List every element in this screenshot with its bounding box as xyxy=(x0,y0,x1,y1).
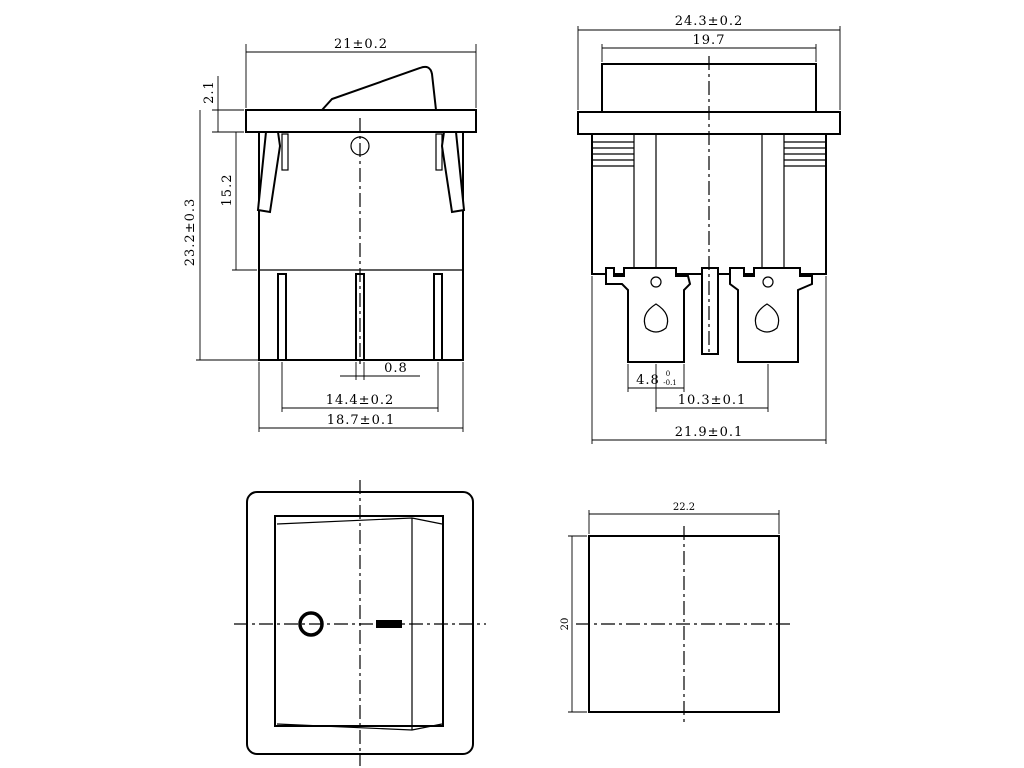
dim-front-width-rocker: 19.7 xyxy=(693,33,726,48)
dim-cutout-width: 22.2 xyxy=(673,502,695,513)
front-hole-left xyxy=(643,303,669,333)
side-pin-left xyxy=(277,273,287,361)
dim-side-width-top: 21±0.2 xyxy=(334,37,388,52)
dim-side-rocker: 2.1 xyxy=(202,80,217,104)
front-view: 24.3±0.2 19.7 4.8 0 -0.1 10.3±0.1 21.9±0… xyxy=(577,14,841,444)
dim-front-terminal-tol-lower: -0.1 xyxy=(663,379,677,387)
side-rocker xyxy=(319,65,438,111)
front-ribs-right xyxy=(784,141,826,167)
side-latch-right xyxy=(440,131,466,214)
dim-side-body: 15.2 xyxy=(220,174,235,207)
front-terminal-middle xyxy=(701,267,719,355)
dim-side-pin: 0.8 xyxy=(384,361,408,376)
front-small-hole-right xyxy=(762,276,774,288)
front-terminal-right xyxy=(729,267,813,363)
front-hole-right xyxy=(754,303,780,333)
dim-front-body-width: 21.9±0.1 xyxy=(675,425,744,440)
dim-front-terminal-tol-upper: 0 xyxy=(666,370,670,378)
side-flange xyxy=(245,109,477,133)
dim-front-terminal-pitch: 10.3±0.1 xyxy=(678,393,747,408)
side-inner-post-left xyxy=(281,133,289,171)
front-body xyxy=(591,133,827,275)
dim-front-width-top: 24.3±0.2 xyxy=(675,14,744,29)
side-inner-post-right xyxy=(435,133,443,171)
front-small-hole-left xyxy=(650,276,662,288)
dim-front-terminal: 4.8 xyxy=(636,373,660,388)
side-view: 21±0.2 2.1 23.2±0.3 15.2 0.8 14.4±0.2 18… xyxy=(183,37,477,432)
front-ribs-left xyxy=(592,141,634,167)
side-pin-right xyxy=(433,273,443,361)
top-view xyxy=(234,480,486,766)
side-latch-left xyxy=(256,131,282,214)
dim-side-total: 23.2±0.3 xyxy=(183,198,198,267)
cutout-view: 22.2 20 xyxy=(560,502,792,724)
dim-cutout-height: 20 xyxy=(560,618,571,631)
dim-side-body-width: 18.7±0.1 xyxy=(327,413,396,428)
front-terminal-left xyxy=(605,267,692,363)
dim-side-pin-span: 14.4±0.2 xyxy=(326,393,395,408)
